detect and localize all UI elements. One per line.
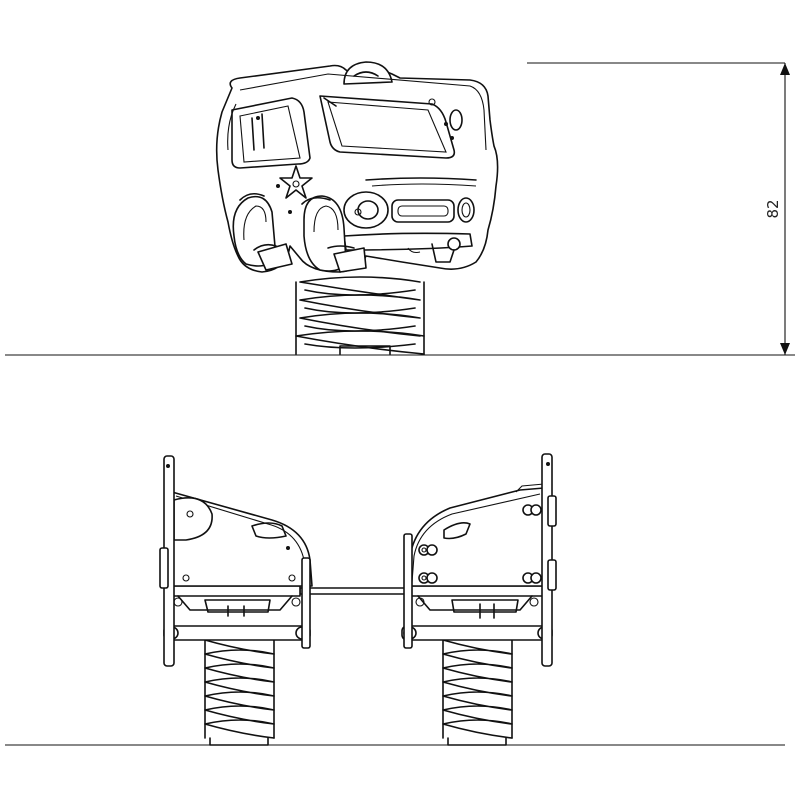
side-window xyxy=(231,97,311,169)
connecting-beam xyxy=(299,587,413,595)
side-view xyxy=(159,453,557,746)
right-headlight xyxy=(457,197,475,223)
front-grille xyxy=(391,199,455,223)
height-dimension: 82 xyxy=(527,62,790,355)
roof-light xyxy=(343,61,393,85)
front-spring xyxy=(295,276,425,355)
front-view xyxy=(215,61,499,355)
windshield xyxy=(319,95,456,159)
dimension-label: 82 xyxy=(764,199,782,218)
right-seat-unit xyxy=(401,453,557,746)
star-badge-icon xyxy=(279,165,313,199)
left-seat-unit xyxy=(159,455,313,746)
front-left-wheel xyxy=(232,195,293,271)
